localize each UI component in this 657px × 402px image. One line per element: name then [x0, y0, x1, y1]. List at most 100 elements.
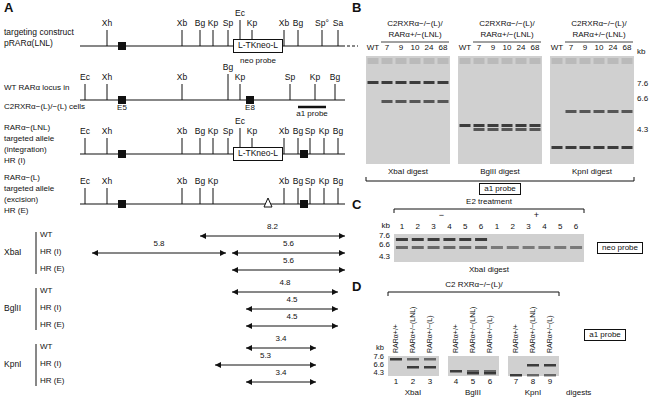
digest-label: XbaI	[405, 389, 421, 398]
restriction-site: Bg	[195, 19, 205, 28]
exon	[300, 150, 308, 158]
allele-label: HR (I)	[40, 248, 61, 257]
restriction-site: Sp	[305, 127, 315, 136]
gel-band	[544, 364, 556, 367]
genotype-label: RARα+/−(LNL)	[469, 307, 477, 353]
gel-band	[510, 374, 522, 377]
gel-band	[368, 58, 379, 64]
lane-number: 5	[471, 378, 475, 387]
site-tick	[298, 138, 299, 154]
gel-band	[438, 100, 449, 103]
allele-label: HR (I)	[40, 360, 61, 369]
genotype-label: C2RXRα−/−(L)/	[387, 20, 442, 29]
restriction-site: Xb	[279, 19, 289, 28]
site-tick	[200, 138, 201, 154]
probe-label: neo probe	[240, 57, 276, 66]
restriction-site: Bg	[223, 63, 233, 72]
fragment-arrow	[246, 309, 338, 310]
fragment-size: 5.3	[260, 352, 271, 361]
restriction-site: Kp	[208, 177, 218, 186]
gel-band	[488, 128, 499, 131]
restriction-site: Kp	[208, 127, 218, 136]
gel-band	[488, 124, 499, 127]
restriction-site: Bg	[195, 177, 205, 186]
gel-band	[566, 110, 577, 113]
probe-bar	[298, 106, 326, 109]
enzyme-label: XbaI	[4, 248, 22, 257]
size-marker: kb	[376, 344, 384, 352]
gel-band	[474, 58, 485, 64]
size-marker: 7.6	[374, 353, 384, 361]
gel-band	[424, 358, 436, 361]
restriction-site: Ec	[80, 127, 90, 136]
gel-band	[459, 238, 471, 241]
fragment-arrow	[92, 253, 226, 254]
allele-label: HR (E)	[40, 377, 64, 386]
bracket	[394, 209, 584, 213]
gel	[550, 56, 634, 164]
digest-label: BglII digest	[480, 168, 520, 177]
lane-label: WT	[551, 44, 563, 53]
box-text: a1 probe	[589, 331, 621, 340]
restriction-site: Sa	[333, 19, 343, 28]
gel-band	[428, 238, 440, 241]
fragment-size: 4.5	[286, 296, 297, 305]
fragment-size: 3.4	[275, 369, 286, 378]
genotype-label: RARα+/+	[392, 324, 400, 353]
restriction-site: Xb	[279, 177, 289, 186]
lane-number: 7	[514, 378, 518, 387]
exon	[118, 42, 126, 50]
lane-label: 7	[385, 44, 389, 53]
restriction-site: Sp	[305, 177, 315, 186]
restriction-site: Bg	[293, 19, 303, 28]
gel	[394, 234, 584, 262]
gel-band	[382, 81, 393, 84]
lane-label: 68	[531, 44, 540, 53]
site-tick	[284, 30, 285, 46]
gel-band	[410, 58, 421, 64]
site-tick	[228, 138, 229, 154]
size-marker: kb	[637, 48, 645, 57]
site-tick	[310, 138, 311, 154]
lane-number: 4	[454, 378, 458, 387]
gel-band	[608, 110, 619, 113]
cassette-box: L-TKneo-L	[233, 147, 283, 160]
size-marker: kb	[382, 222, 390, 231]
bracket	[36, 232, 37, 274]
gel-band	[438, 58, 449, 64]
genotype-label: RARα+/−(LNL)	[388, 31, 441, 40]
panel-letter: B	[352, 1, 361, 15]
gel-band	[608, 58, 619, 64]
gel-band	[460, 124, 471, 127]
gel-band	[622, 58, 633, 64]
gel	[366, 56, 450, 164]
lane-number: 1	[495, 223, 499, 232]
cassette-box: L-TKneo-L	[233, 39, 283, 52]
gel-band	[412, 246, 424, 249]
gel-band	[516, 128, 527, 131]
restriction-site: Bg	[330, 73, 340, 82]
restriction-site: Kp	[310, 73, 320, 82]
site-tick	[315, 84, 316, 100]
gel-band	[552, 58, 563, 64]
restriction-site: Xb	[177, 177, 187, 186]
bracket	[36, 344, 37, 386]
restriction-site: Xb	[177, 73, 187, 82]
gel-band	[488, 58, 499, 64]
site-tick	[85, 188, 86, 204]
gel-band	[410, 81, 421, 84]
site-tick	[85, 84, 86, 100]
site-tick	[228, 30, 229, 46]
lane-number: 2	[416, 223, 420, 232]
allele-label: pRARα(LNL)	[4, 39, 53, 48]
exon	[246, 96, 254, 104]
gel-band	[412, 238, 424, 241]
bracket	[473, 42, 541, 43]
lane-label: 24	[425, 44, 434, 53]
fragment-size: 3.4	[275, 335, 286, 344]
restriction-site: Xh	[102, 19, 112, 28]
restriction-site: Kp	[319, 127, 329, 136]
restriction-site: Bg	[293, 177, 303, 186]
genotype-label: RARα+/−(L)	[426, 315, 434, 353]
